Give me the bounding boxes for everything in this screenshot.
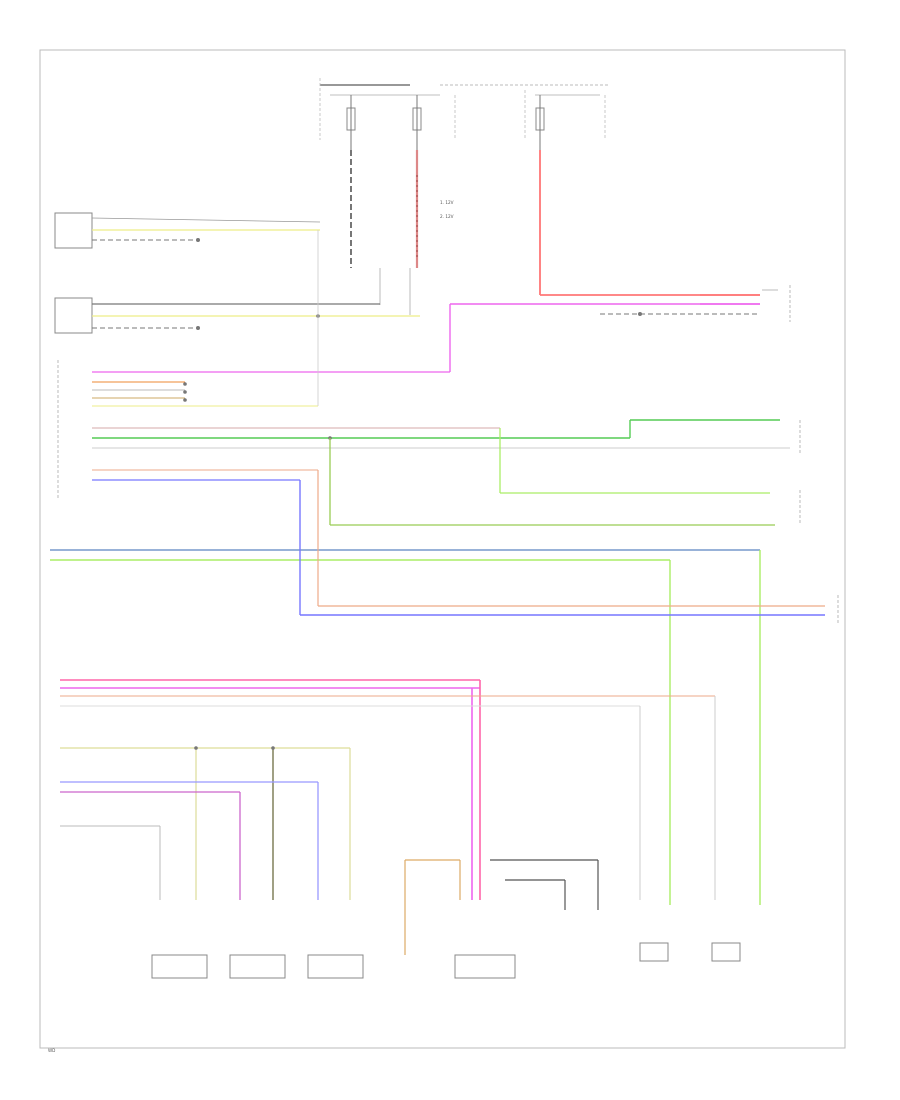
diagram-frame — [39, 49, 846, 1049]
bottom-modules — [151, 859, 741, 979]
module-top-left — [54, 212, 321, 249]
fuse-feeds — [350, 150, 760, 315]
fuse-block — [319, 78, 610, 150]
footer-code: WD — [48, 1048, 55, 1053]
legend-item-1: 1. 12V — [440, 200, 454, 205]
lower-bus — [60, 679, 716, 900]
legend-item-2: 2. 12V — [440, 214, 454, 219]
module-large-left — [57, 230, 790, 500]
module-mid-left — [54, 297, 420, 334]
module-upper-right — [700, 285, 791, 322]
legend: 1. 12V 2. 12V — [440, 200, 454, 219]
